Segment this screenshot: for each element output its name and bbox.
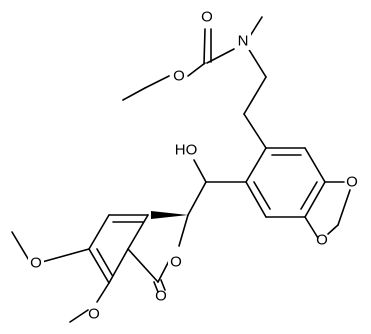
stereo-wedge-bond bbox=[151, 211, 188, 219]
bond bbox=[249, 16, 263, 37]
bond bbox=[247, 47, 267, 78]
label-mask bbox=[235, 32, 251, 50]
lactone-carbonyl-oxygen-label: O bbox=[155, 288, 167, 305]
bond bbox=[88, 248, 110, 284]
label-mask bbox=[171, 67, 187, 85]
bond bbox=[193, 159, 207, 183]
dioxole-oxygen-upper-label: O bbox=[346, 174, 358, 191]
bond bbox=[253, 181, 271, 210]
label-mask bbox=[168, 253, 184, 271]
bond-lines bbox=[11, 16, 351, 323]
bond bbox=[187, 62, 206, 77]
bond bbox=[153, 281, 159, 293]
lactone-ring-oxygen-label: O bbox=[170, 254, 182, 271]
bond bbox=[88, 214, 110, 250]
bond bbox=[69, 309, 89, 323]
bond bbox=[122, 87, 146, 101]
bond bbox=[243, 113, 267, 149]
bond bbox=[41, 248, 90, 263]
bond bbox=[304, 216, 319, 239]
bond bbox=[11, 231, 31, 263]
bond bbox=[304, 147, 326, 183]
bond bbox=[127, 214, 149, 250]
bond bbox=[178, 214, 189, 247]
bond bbox=[245, 147, 267, 183]
methoxy-oxygen-upper-label: O bbox=[30, 255, 42, 272]
bond bbox=[96, 282, 110, 303]
bond bbox=[206, 48, 235, 64]
carbonyl-oxygen-label: O bbox=[201, 9, 213, 26]
atom-labels: O O N HO O O O O O O bbox=[28, 9, 358, 323]
bond bbox=[127, 248, 159, 283]
bond bbox=[203, 28, 206, 65]
bond bbox=[160, 279, 166, 291]
bond bbox=[96, 248, 113, 276]
bond bbox=[187, 181, 207, 216]
bond bbox=[327, 224, 339, 235]
label-mask bbox=[28, 253, 44, 271]
bond bbox=[243, 76, 267, 115]
amine-nitrogen-label: N bbox=[238, 33, 249, 50]
bond bbox=[245, 181, 267, 218]
bond bbox=[108, 248, 129, 284]
dioxole-oxygen-lower-label: O bbox=[316, 232, 328, 249]
bond bbox=[337, 189, 351, 226]
ester-oxygen-label: O bbox=[173, 68, 185, 85]
methoxy-oxygen-lower-label: O bbox=[88, 306, 100, 323]
bond bbox=[144, 75, 170, 89]
bond bbox=[304, 181, 326, 218]
hydroxyl-label: HO bbox=[175, 142, 198, 159]
bond bbox=[300, 181, 318, 210]
